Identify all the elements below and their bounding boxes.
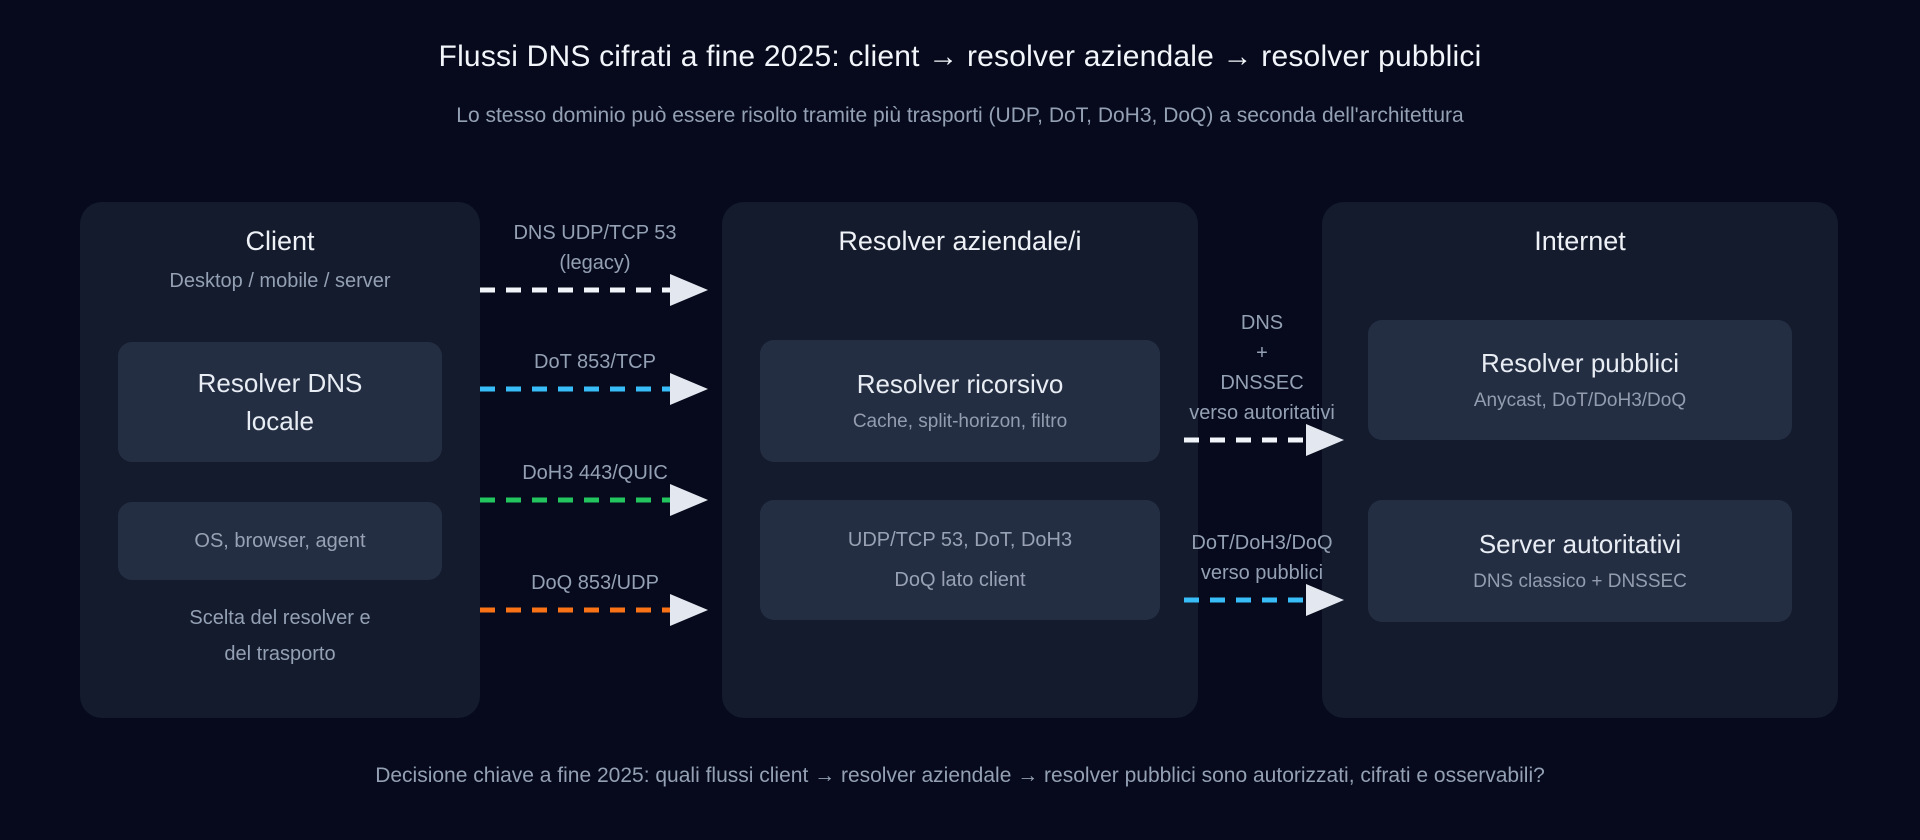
os-browser-agent-card: OS, browser, agent — [118, 502, 442, 580]
client-box-subtitle: Desktop / mobile / server — [169, 270, 391, 292]
os-browser-agent-label: OS, browser, agent — [194, 530, 366, 552]
page-title: Flussi DNS cifrati a fine 2025: client →… — [438, 40, 1482, 73]
local-dns-resolver-card: Resolver DNS locale — [118, 342, 442, 462]
public-resolvers-subtitle: Anycast, DoT/DoH3/DoQ — [1473, 390, 1687, 411]
dashed-arrow — [1184, 424, 1344, 456]
dashed-arrow — [480, 373, 708, 405]
dashed-arrow — [1184, 584, 1344, 616]
arrowhead-icon — [670, 594, 708, 626]
page-subtitle: Lo stesso dominio può essere risolto tra… — [456, 104, 1464, 127]
arrow-doh3-443-label: DoH3 443/QUIC — [522, 462, 668, 484]
arrowhead-icon — [1306, 424, 1344, 456]
dashed-arrow — [480, 274, 708, 306]
arrow-dot-doh3-doq-public: DoT/DoH3/DoQ verso pubblici — [1178, 532, 1346, 618]
arrow-doh3-443-quic: DoH3 443/QUIC — [478, 462, 712, 518]
enterprise-resolver-box: Resolver aziendale/i Resolver ricorsivo … — [722, 202, 1198, 718]
recursive-resolver-card: Resolver ricorsivo Cache, split-horizon,… — [760, 340, 1160, 462]
arrow-dot-doh3-doq-label: DoT/DoH3/DoQ verso pubblici — [1191, 532, 1333, 584]
arrow-doq-853-udp: DoQ 853/UDP — [478, 572, 712, 628]
arrowhead-icon — [670, 274, 708, 306]
arrow-dns-dnssec-label: DNS + DNSSEC verso autoritativi — [1189, 312, 1335, 424]
arrow-doq-853-label: DoQ 853/UDP — [531, 572, 659, 594]
dashed-arrow — [480, 594, 708, 626]
client-box-title: Client — [245, 226, 315, 256]
arrowhead-icon — [1306, 584, 1344, 616]
arrow-dot-853-tcp: DoT 853/TCP — [478, 351, 712, 407]
enterprise-box-title: Resolver aziendale/i — [838, 226, 1082, 256]
arrow-dns-dnssec-authoritative: DNS + DNSSEC verso autoritativi — [1178, 312, 1346, 458]
arrowhead-icon — [670, 484, 708, 516]
public-resolvers-title: Resolver pubblici — [1481, 348, 1679, 378]
transports-line-2: DoQ lato client — [894, 569, 1026, 591]
internet-box-title: Internet — [1534, 226, 1626, 256]
arrow-dns-udp-53-label: DNS UDP/TCP 53 (legacy) — [513, 222, 677, 274]
client-note: Scelta del resolver e del trasporto — [80, 600, 480, 672]
authoritative-servers-title: Server autoritativi — [1478, 529, 1682, 559]
footer-note: Decisione chiave a fine 2025: quali flus… — [375, 764, 1545, 787]
authoritative-servers-subtitle: DNS classico + DNSSEC — [1473, 571, 1687, 592]
authoritative-servers-card: Server autoritativi DNS classico + DNSSE… — [1368, 500, 1792, 622]
public-resolvers-card: Resolver pubblici Anycast, DoT/DoH3/DoQ — [1368, 320, 1792, 440]
dashed-arrow — [480, 484, 708, 516]
client-note-text: Scelta del resolver e del trasporto — [189, 607, 371, 665]
client-side-transports-card: UDP/TCP 53, DoT, DoH3 DoQ lato client — [760, 500, 1160, 620]
transports-line-1: UDP/TCP 53, DoT, DoH3 — [847, 529, 1073, 551]
local-dns-resolver-label: Resolver DNS locale — [197, 368, 363, 436]
arrow-dns-udp-53-legacy: DNS UDP/TCP 53 (legacy) — [478, 222, 712, 308]
arrow-dot-853-label: DoT 853/TCP — [534, 351, 656, 373]
internet-box: Internet Resolver pubblici Anycast, DoT/… — [1322, 202, 1838, 718]
arrowhead-icon — [670, 373, 708, 405]
client-box: Client Desktop / mobile / server Resolve… — [80, 202, 480, 718]
recursive-resolver-subtitle: Cache, split-horizon, filtro — [852, 411, 1068, 432]
recursive-resolver-title: Resolver ricorsivo — [856, 369, 1064, 399]
